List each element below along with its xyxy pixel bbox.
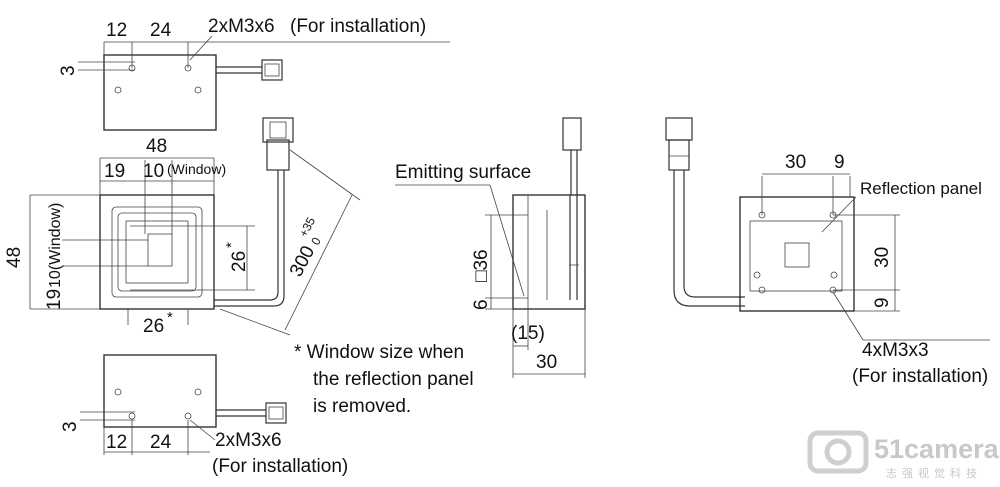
screw-hole — [128, 412, 136, 420]
camera-logo-icon — [807, 430, 869, 474]
emitting-surface-label: Emitting surface — [395, 162, 531, 183]
dim-15: (15) — [511, 323, 545, 344]
watermark: 51camera 志强视觉科技 — [807, 430, 1000, 480]
screw-spec: 2xM3x6 — [215, 430, 282, 451]
dim-48-width: 48 — [146, 136, 167, 157]
tolerance-upper: +35 — [296, 215, 318, 240]
screw-note: (For installation) — [852, 366, 988, 387]
cable-length: 300 — [286, 242, 319, 280]
connector — [266, 139, 290, 171]
dim-10-window: 10 — [143, 161, 164, 182]
side-view-body — [512, 194, 586, 310]
reflection-panel-label: Reflection panel — [860, 179, 982, 198]
rear-view-body — [739, 196, 855, 312]
asterisk: * — [223, 242, 240, 248]
dim-24: 24 — [150, 20, 172, 41]
screw-hole — [184, 412, 192, 420]
dim-12: 12 — [106, 432, 127, 453]
dim-square-36: □36 — [471, 249, 492, 282]
dim-30: 30 — [536, 352, 557, 373]
side-view: Emitting surface □36 6 (15) 30 — [395, 117, 586, 378]
dim-6: 6 — [471, 299, 492, 310]
dim-3: 3 — [58, 65, 79, 76]
connector — [265, 402, 287, 424]
dim-30: 30 — [785, 152, 806, 173]
top-view: 12 24 3 2xM3x6 (For installation) — [58, 16, 450, 131]
note-line-3: is removed. — [313, 396, 411, 417]
front-view-body — [99, 194, 215, 310]
screw-spec: 2xM3x6 — [208, 16, 275, 37]
top-view-body — [103, 54, 217, 131]
screw-spec: 4xM3x3 — [862, 340, 929, 361]
dim-24: 24 — [150, 432, 172, 453]
connector — [562, 117, 582, 151]
dim-19-left: 19 — [104, 161, 125, 182]
bottom-view: 12 24 3 2xM3x6 (For installation) — [60, 354, 348, 477]
window-height-label: 10(Window) — [47, 203, 64, 288]
asterisk: * — [167, 309, 173, 326]
watermark-tagline: 志强视觉科技 — [886, 466, 982, 480]
screw-note: (For installation) — [290, 16, 426, 37]
dim-48-height: 48 — [4, 247, 25, 268]
dim-26-horizontal: 26 — [143, 316, 164, 337]
bottom-view-body — [103, 354, 217, 428]
window-label: (Window) — [167, 161, 226, 177]
screw-hole — [128, 64, 136, 72]
note-line-1: * Window size when — [294, 342, 464, 363]
window — [147, 233, 173, 267]
reflection-panel — [749, 220, 843, 292]
tolerance-lower: 0 — [308, 235, 324, 248]
dim-3: 3 — [60, 421, 81, 432]
screw-hole — [184, 64, 192, 72]
dim-30-vertical: 30 — [872, 247, 893, 268]
dim-19-bottom: 19 — [44, 289, 65, 310]
note-line-2: the reflection panel — [313, 369, 474, 390]
dim-26-vertical: 26 — [229, 251, 250, 272]
screw-hole — [758, 286, 766, 294]
dim-12: 12 — [106, 20, 127, 41]
screw-note: (For installation) — [212, 456, 348, 477]
dim-9: 9 — [834, 152, 845, 173]
window-note: * Window size when the reflection panel … — [294, 342, 474, 417]
rear-view: 30 9 Reflection panel 30 9 4xM3x3 (For i… — [665, 117, 990, 387]
connector — [261, 59, 283, 81]
connector — [665, 117, 693, 141]
front-view: 48 19 10 (Window) 48 19 10(Window) 26 * … — [4, 117, 361, 337]
dim-9-vertical: 9 — [872, 297, 893, 308]
watermark-brand: 51camera — [874, 434, 1000, 464]
